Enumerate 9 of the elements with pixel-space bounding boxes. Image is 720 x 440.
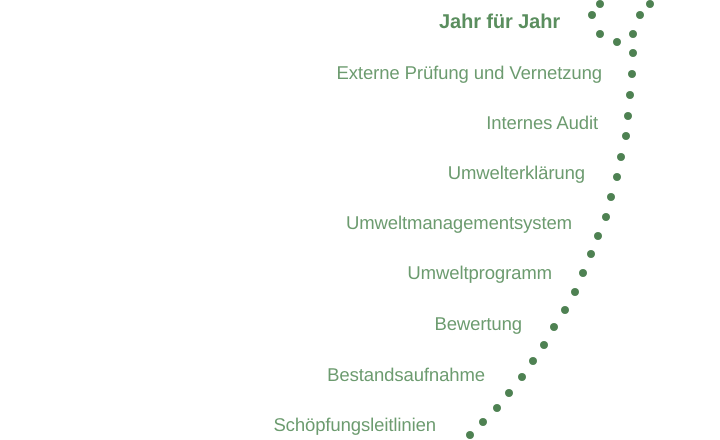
step-label: Umwelterklärung [448, 161, 585, 185]
step-label: Bestandsaufnahme [327, 363, 485, 387]
step-label: Schöpfungsleitlinien [273, 413, 436, 437]
step-label: Externe Prüfung und Vernetzung [336, 61, 602, 85]
step-label: Umweltprogramm [407, 261, 552, 285]
step-label: Bewertung [434, 312, 522, 336]
step-label: Internes Audit [486, 111, 598, 135]
step-label: Umweltmanagementsystem [346, 211, 572, 235]
cycle-heading: Jahr für Jahr [439, 10, 560, 34]
